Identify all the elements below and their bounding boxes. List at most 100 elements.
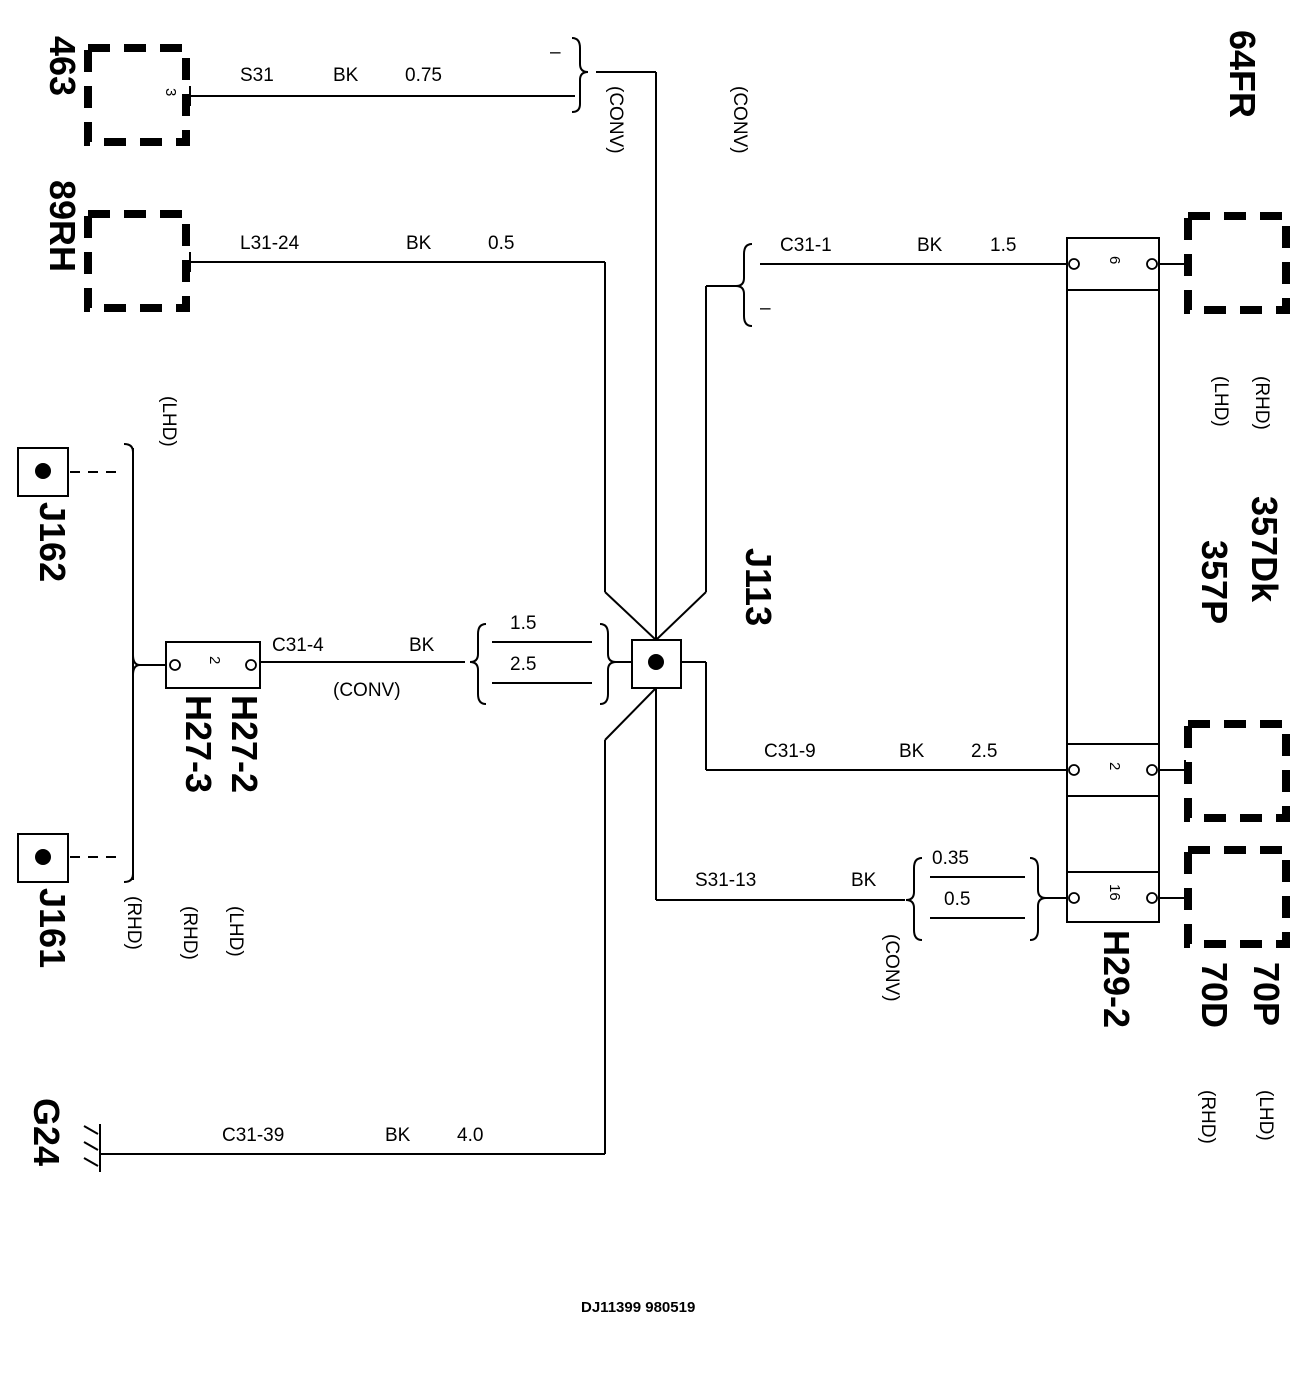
note-conv-c31-1: (CONV): [729, 86, 750, 154]
label-j161: J161: [32, 888, 73, 968]
label-s31-color: BK: [333, 65, 359, 86]
label-s31-13-color: BK: [851, 870, 877, 891]
brace-j-left: [123, 443, 141, 883]
label-c31-9-circuit: C31-9: [764, 741, 816, 762]
pin-labels: 3 2 6 2 16: [162, 88, 1123, 901]
note-conv-s31: (CONV): [605, 86, 626, 154]
label-s31-13-size-b: 0.5: [944, 889, 970, 910]
label-c31-9-color: BK: [899, 741, 925, 762]
label-h29-2: H29-2: [1096, 930, 1137, 1028]
brace-s31-13-left: [905, 857, 923, 941]
brace-c31-4-right: [599, 623, 617, 705]
dashed-components: [84, 44, 1290, 948]
h29-2-pin-16-right: [1146, 892, 1158, 904]
component-64fr-outline: [1184, 212, 1290, 314]
label-c31-1-color: BK: [917, 235, 943, 256]
label-c31-4-circuit: C31-4: [272, 635, 324, 656]
h29-2-pin-6-left: [1068, 258, 1080, 270]
connector-h27: [165, 641, 261, 689]
connector-h29-2: [1066, 237, 1160, 923]
wire-l31-24-to-j113: [604, 591, 657, 641]
note-rhd-357dk: (RHD): [1251, 376, 1272, 430]
pin-h29-2: 2: [1106, 762, 1123, 770]
label-463: 463: [42, 36, 83, 96]
brace-c31-4-left: [469, 623, 487, 705]
note-lhd-70p: (LHD): [1255, 1090, 1276, 1141]
ground-hatch-3: [83, 1157, 99, 1167]
h27-body: [165, 641, 261, 689]
pin-463: 3: [162, 88, 179, 96]
note-lhd-h27-2: (LHD): [225, 906, 246, 957]
label-c31-39-color: BK: [385, 1125, 411, 1146]
component-463-outline: [84, 44, 190, 146]
label-c31-4-size-a: 1.5: [510, 613, 536, 634]
pin-h29-6: 6: [1106, 256, 1123, 264]
h29-2-pin-16-left: [1068, 892, 1080, 904]
label-s31-size: 0.75: [405, 65, 442, 86]
label-c31-1-circuit: C31-1: [780, 235, 832, 256]
label-357p: 357P: [1194, 540, 1235, 624]
label-70p: 70P: [1246, 962, 1287, 1026]
wire-c31-1-to-j113: [655, 591, 707, 641]
label-c31-4-color: BK: [409, 635, 435, 656]
label-j113: J113: [738, 548, 779, 626]
h27-pin-right: [245, 659, 257, 671]
label-c31-39-circuit: C31-39: [222, 1125, 284, 1146]
splice-j113: [631, 639, 682, 689]
h29-2-body: [1066, 237, 1160, 923]
ground-g24: [83, 1124, 101, 1172]
label-l31-24-size: 0.5: [488, 233, 514, 254]
label-s31-13-size-a: 0.35: [932, 848, 969, 869]
h27-pin-left: [169, 659, 181, 671]
wire-c31-39-to-j113: [604, 687, 657, 741]
note-rhd-h27-3: (RHD): [179, 906, 200, 960]
h29-2-pin-6-right: [1146, 258, 1158, 270]
ground-hatch-1: [83, 1125, 99, 1135]
pin-h27: 2: [206, 656, 223, 664]
brace-s31-13-right: [1029, 857, 1047, 941]
wires: [70, 71, 1067, 1155]
wire-labels: S31 BK 0.75 L31-24 BK 0.5 C31-1 BK 1.5 C…: [222, 42, 1016, 1316]
label-c31-1-dash: –: [760, 298, 771, 319]
label-c31-4-conv: (CONV): [333, 680, 401, 701]
pin-h29-16: 16: [1106, 884, 1123, 901]
label-l31-24-color: BK: [406, 233, 432, 254]
j113-dot: [648, 654, 664, 670]
label-c31-1-size: 1.5: [990, 235, 1016, 256]
brace-c31-1: [735, 243, 753, 327]
brace-s31: [571, 37, 589, 113]
note-conv-s31-13: (CONV): [881, 934, 902, 1002]
label-89rh: 89RH: [42, 180, 83, 272]
label-c31-4-size-b: 2.5: [510, 654, 536, 675]
braces: [123, 37, 1047, 941]
component-stubs: [189, 86, 1186, 908]
option-notes: (CONV) (CONV) (CONV) (LHD) (RHD) (RHD) (…: [123, 86, 1276, 1144]
label-357dk: 357Dk: [1244, 496, 1285, 603]
label-c31-9-size: 2.5: [971, 741, 997, 762]
splice-j161: [17, 833, 69, 883]
j162-dot: [35, 463, 51, 479]
component-labels: 463 89RH 64FR J162 J161 J113 H27-2 H27-3…: [26, 30, 1287, 1166]
splice-j162: [17, 447, 69, 497]
label-g24: G24: [26, 1098, 67, 1166]
label-s31-13-circuit: S31-13: [695, 870, 756, 891]
label-70d: 70D: [1194, 962, 1235, 1028]
h29-2-pin-2-right: [1146, 764, 1158, 776]
note-lhd-357p: (LHD): [1210, 376, 1231, 427]
j161-dot: [35, 849, 51, 865]
h29-2-pin-2-left: [1068, 764, 1080, 776]
label-h27-3: H27-3: [178, 695, 219, 793]
component-89rh-outline: [84, 210, 190, 312]
component-70-outline: [1184, 846, 1290, 948]
footer-code: DJ11399 980519: [581, 1299, 695, 1316]
label-64fr: 64FR: [1222, 30, 1263, 118]
j161-body: [17, 833, 69, 883]
label-c31-39-size: 4.0: [457, 1125, 483, 1146]
note-rhd-70d: (RHD): [1197, 1090, 1218, 1144]
label-s31-circuit: S31: [240, 65, 274, 86]
label-l31-24-circuit: L31-24: [240, 233, 300, 254]
note-lhd-j162: (LHD): [158, 396, 179, 447]
label-j162: J162: [32, 502, 73, 582]
component-357-outline: [1184, 720, 1290, 822]
